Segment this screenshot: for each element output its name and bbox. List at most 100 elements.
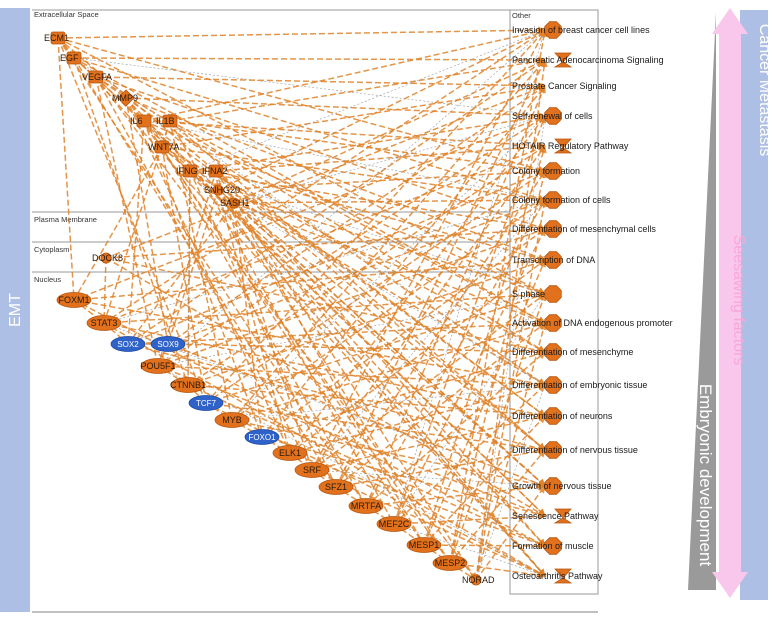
edge-99 [231, 384, 546, 421]
edge-100 [231, 419, 546, 489]
function-node-1[interactable]: Pancreatic Adenocarcinoma Signaling [512, 52, 664, 68]
function-label: Differentiation of neurons [512, 411, 613, 421]
function-node-13[interactable]: Differentiation of neurons [512, 407, 613, 425]
function-node-16[interactable]: Senescence Pathway [512, 508, 599, 524]
gene-node-wnt7a[interactable]: WNT7A [148, 140, 180, 154]
gene-node-sash1[interactable]: SASH1 [220, 197, 250, 209]
gene-label: TCF7 [196, 399, 217, 408]
function-node-2[interactable]: Prostate Cancer Signaling [512, 81, 617, 91]
function-node-9[interactable]: S phase [512, 285, 562, 303]
function-node-0[interactable]: Invasion of breast cancer cell lines [512, 21, 650, 39]
edge-132 [423, 259, 546, 546]
gene-shape-sox9 [150, 336, 186, 352]
function-label: Differentiation of embryonic tissue [512, 380, 647, 390]
edge-137 [449, 293, 547, 564]
edge-70 [103, 322, 546, 577]
gene-node-ctnnb1[interactable]: CTNNB1 [170, 377, 206, 393]
gene-node-dock8[interactable]: DOCK8 [92, 252, 123, 264]
gene-node-mmp9[interactable]: MMP9 [112, 89, 138, 107]
function-node-3[interactable]: Self-renewal of cells [512, 107, 593, 125]
edge-155 [95, 76, 313, 471]
function-octagon-icon [544, 441, 562, 459]
gene-node-ifna2[interactable]: IFNA2 [202, 164, 228, 178]
edge-167 [169, 120, 235, 421]
gene-label: MESP1 [409, 540, 440, 550]
seesaw-arrow [712, 8, 748, 598]
function-node-17[interactable]: Formation of muscle [512, 537, 594, 555]
edge-30 [161, 83, 546, 148]
gene-shape-myb [214, 412, 250, 428]
function-node-18[interactable]: Osteoarthritis Pathway [512, 568, 603, 584]
function-node-8[interactable]: Transcription of DNA [512, 251, 595, 269]
gene-node-norad[interactable]: NORAD [462, 574, 495, 586]
edge-37 [189, 170, 546, 295]
edge-33 [161, 146, 546, 487]
function-node-6[interactable]: Colony formation of cells [512, 191, 611, 209]
edge-129 [393, 512, 546, 525]
edge-78 [167, 343, 546, 488]
gene-node-sp1[interactable]: SFZ1 [318, 479, 354, 495]
function-node-14[interactable]: Differentiation of nervous tissue [512, 441, 638, 459]
gene-node-foxo1[interactable]: FOXO1 [244, 429, 280, 445]
gene-node-sox2[interactable]: SOX2 [110, 336, 146, 352]
gene-node-il6[interactable]: IL6 [130, 114, 152, 128]
edge-145 [475, 485, 546, 581]
gene-node-foxm1[interactable]: FOXM1 [56, 292, 92, 308]
compartment-cytoplasm: Cytoplasm [34, 245, 69, 254]
edge-12 [95, 76, 546, 231]
edge-162 [124, 120, 145, 345]
gene-node-tcf7[interactable]: TCF7 [188, 395, 224, 411]
gene-label: POU5F1 [140, 361, 175, 371]
function-octagon-icon [544, 314, 562, 332]
edge-96 [231, 115, 546, 421]
function-nodes: Invasion of breast cancer cell linesPanc… [512, 21, 673, 584]
gene-shape-foxo1 [244, 429, 280, 445]
function-node-7[interactable]: Differentiation of mesenchymal cells [512, 220, 656, 238]
gene-node-sox9[interactable]: SOX9 [150, 336, 186, 352]
edge-108 [289, 452, 546, 548]
edge-106 [289, 259, 546, 454]
gene-label: NORAD [462, 575, 495, 585]
gene-label: IL1B [156, 116, 175, 126]
gene-label: IL6 [130, 116, 143, 126]
gene-node-mesp2[interactable]: MESP2 [432, 555, 468, 571]
gene-shape-mesp2 [432, 555, 468, 571]
edge-105 [289, 115, 546, 454]
function-node-15[interactable]: Growth of nervous tissue [512, 477, 612, 495]
gene-node-egf[interactable]: EGF [60, 51, 82, 65]
gene-node-mesp1[interactable]: MESP1 [406, 537, 442, 553]
edge-53 [233, 202, 546, 325]
gene-label: ELK1 [279, 448, 301, 458]
function-node-10[interactable]: Activation of DNA endogenous promoter [512, 314, 673, 332]
gene-label: MYB [222, 415, 242, 425]
function-label: Colony formation [512, 166, 580, 176]
gene-shape-vegfa [88, 70, 104, 84]
gene-node-srf[interactable]: SRF [294, 462, 330, 478]
gene-node-il1b[interactable]: IL1B [156, 114, 178, 128]
edge-119 [335, 447, 546, 488]
gene-node-stat3[interactable]: STAT3 [86, 315, 122, 331]
gene-node-elk1[interactable]: ELK1 [272, 445, 308, 461]
gene-node-ecm1[interactable]: ECM1 [44, 31, 69, 45]
gene-node-myb[interactable]: MYB [214, 412, 250, 428]
gene-node-ifng[interactable]: IFNG [176, 164, 198, 178]
function-node-4[interactable]: HOTAIR Regulatory Pathway [512, 138, 629, 154]
function-label: Activation of DNA endogenous promoter [512, 318, 673, 328]
function-octagon-icon [544, 21, 562, 39]
gene-node-snhg20[interactable]: SNHG20 [204, 184, 240, 196]
gene-node-pou5f1[interactable]: POU5F1 [140, 358, 176, 374]
gene-node-mrtfa[interactable]: MRTFA [348, 498, 384, 514]
edge-65 [103, 145, 546, 324]
gene-node-mef2c[interactable]: MEF2C [376, 516, 412, 532]
edge-172 [161, 146, 367, 507]
edge-87 [187, 258, 546, 386]
edge-49 [217, 189, 546, 577]
function-node-5[interactable]: Colony formation [512, 162, 580, 180]
function-node-11[interactable]: Differentiation of mesenchyme [512, 343, 633, 361]
function-label: Prostate Cancer Signaling [512, 81, 617, 91]
gene-shape-tcf7 [188, 395, 224, 411]
gene-label: DOCK8 [92, 253, 123, 263]
function-node-12[interactable]: Differentiation of embryonic tissue [512, 376, 647, 394]
gene-node-vegfa[interactable]: VEGFA [82, 70, 112, 84]
